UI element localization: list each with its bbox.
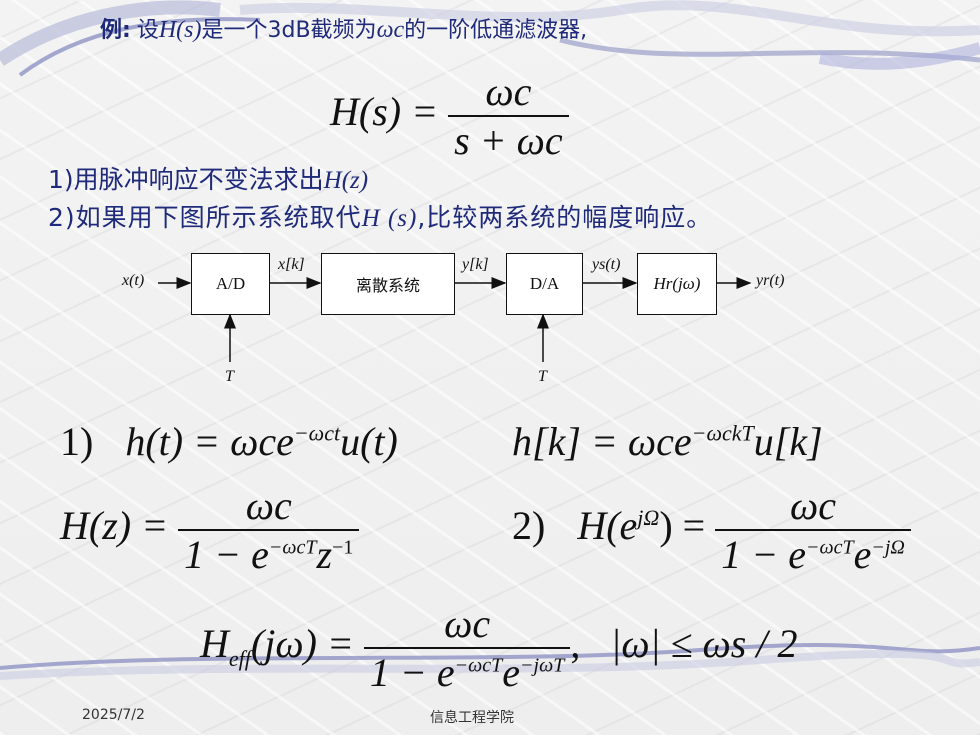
answer-he-lhs-exp: jΩ <box>637 504 660 530</box>
answer-heff-sub: eff <box>228 646 251 672</box>
answer-hz-lhs: H(z) = <box>60 503 169 549</box>
sampling-period-ad: T <box>225 368 234 385</box>
answer-hk-exp: −ωckT <box>691 420 754 446</box>
task-1-text: 1)用脉冲响应不变法求出 <box>48 165 324 194</box>
answer-he-den-a: 1 − e <box>721 532 806 577</box>
answer-heff-lhs: H <box>200 621 229 667</box>
answer-1-hk: h[k] = ωce−ωckTu[k] <box>512 418 823 465</box>
answer-ht-tail: u(t) <box>340 419 398 464</box>
answer-heff-den-exp2: −jωT <box>520 654 565 677</box>
answer-heff-denominator: 1 − e−ωcTe−jωT <box>363 647 571 696</box>
answer-hz-fraction: ωc 1 − e−ωcTz−1 <box>178 482 360 578</box>
equation-hs-lhs: H(s) = <box>330 89 439 135</box>
answer-heff-den-a: 1 − e <box>369 650 455 695</box>
answer-2-label: 2) <box>512 503 546 549</box>
answer-he-denominator: 1 − e−ωcTe−jΩ <box>715 529 911 578</box>
diagram-arrows <box>158 277 752 362</box>
answer-heff-den-e: e <box>502 650 521 695</box>
answer-ht-main: h(t) = ωce <box>125 419 294 464</box>
answer-hk-tail: u[k] <box>753 419 823 464</box>
problem-statement: 例: 设H(s)是一个3dB截频为ωc的一阶低通滤波器, <box>100 12 587 44</box>
ad-converter-block: A/D <box>191 253 270 315</box>
answer-he-den-e: e <box>853 532 872 577</box>
answer-1-label: 1) <box>60 419 94 464</box>
reconstruction-filter-block: Hr(jω) <box>637 253 717 315</box>
footer-organization: 信息工程学院 <box>430 710 514 726</box>
answer-hz-den-exp2: −1 <box>332 536 354 559</box>
answer-he-numerator: ωc <box>790 483 837 528</box>
answer-he-lhs-tail: ) = <box>659 503 706 549</box>
equation-hs-numerator: ωc <box>485 69 532 114</box>
answer-heff-fraction: ωc 1 − e−ωcTe−jωT <box>363 600 571 696</box>
answer-1-ht: 1) h(t) = ωce−ωctu(t) <box>60 418 398 465</box>
statement-H: H <box>158 17 177 43</box>
signal-x-k: x[k] <box>278 256 305 273</box>
answer-he-fraction: ωc 1 − e−ωcTe−jΩ <box>715 482 911 578</box>
signal-ys-t: ys(t) <box>592 256 621 273</box>
sampling-period-da: T <box>538 368 547 385</box>
statement-omega-c: ωc <box>376 17 405 43</box>
task-1: 1)用脉冲响应不变法求出H(z) <box>48 160 368 196</box>
answer-ht-exp: −ωct <box>293 420 341 446</box>
answer-hk-main: h[k] = ωce <box>512 419 692 464</box>
task-1-hz: H(z) <box>323 167 369 194</box>
signal-x-t: x(t) <box>122 272 145 289</box>
signal-yr-t: yr(t) <box>756 272 785 289</box>
answer-heff-numerator: ωc <box>444 601 491 646</box>
answer-heff-comma: , <box>570 621 581 667</box>
statement-text-b: 是一个3dB截频为 <box>201 18 377 43</box>
statement-s: (s) <box>176 17 202 43</box>
answer-hz-den-exp: −ωcT <box>268 536 317 559</box>
answer-hz: H(z) = ωc 1 − e−ωcTz−1 <box>60 482 360 578</box>
signal-y-k: y[k] <box>462 256 489 273</box>
answer-he-lhs: H(e <box>577 503 638 549</box>
footer-date: 2025/7/2 <box>82 707 145 723</box>
statement-text-a: 设 <box>136 18 159 43</box>
answer-heff-den-exp: −ωcT <box>454 654 503 677</box>
answer-heff: Heff(jω) = ωc 1 − e−ωcTe−jωT , |ω| ≤ ωs … <box>200 600 797 696</box>
example-label: 例: <box>100 18 131 43</box>
answer-he-den-exp2: −jΩ <box>871 536 905 559</box>
discrete-system-block: 离散系统 <box>321 253 455 315</box>
answer-heff-arg: (jω) = <box>250 621 354 667</box>
task-2: 2)如果用下图所示系统取代H (s),比较两系统的幅度响应。 <box>48 198 712 234</box>
answer-hz-numerator: ωc <box>245 483 292 528</box>
task-2-hs: H (s) <box>361 205 418 232</box>
answer-he-den-exp: −ωcT <box>805 536 854 559</box>
answer-hz-den-a: 1 − e <box>184 532 269 577</box>
equation-hs-fraction: ωc s + ωc <box>448 68 569 164</box>
da-converter-block: D/A <box>506 253 583 315</box>
task-2-text-b: ,比较两系统的幅度响应。 <box>417 203 713 232</box>
equation-hs: H(s) = ωc s + ωc <box>330 68 569 164</box>
statement-text-c: 的一阶低通滤波器, <box>404 18 588 43</box>
task-2-text-a: 2)如果用下图所示系统取代 <box>48 203 362 232</box>
answer-hz-den-z: z <box>316 532 333 577</box>
answer-hz-denominator: 1 − e−ωcTz−1 <box>178 529 360 578</box>
answer-heff-condition: |ω| ≤ ωs / 2 <box>610 621 798 667</box>
equation-hs-denominator: s + ωc <box>448 115 569 164</box>
answer-hejw: 2) H(ejΩ) = ωc 1 − e−ωcTe−jΩ <box>512 482 911 578</box>
